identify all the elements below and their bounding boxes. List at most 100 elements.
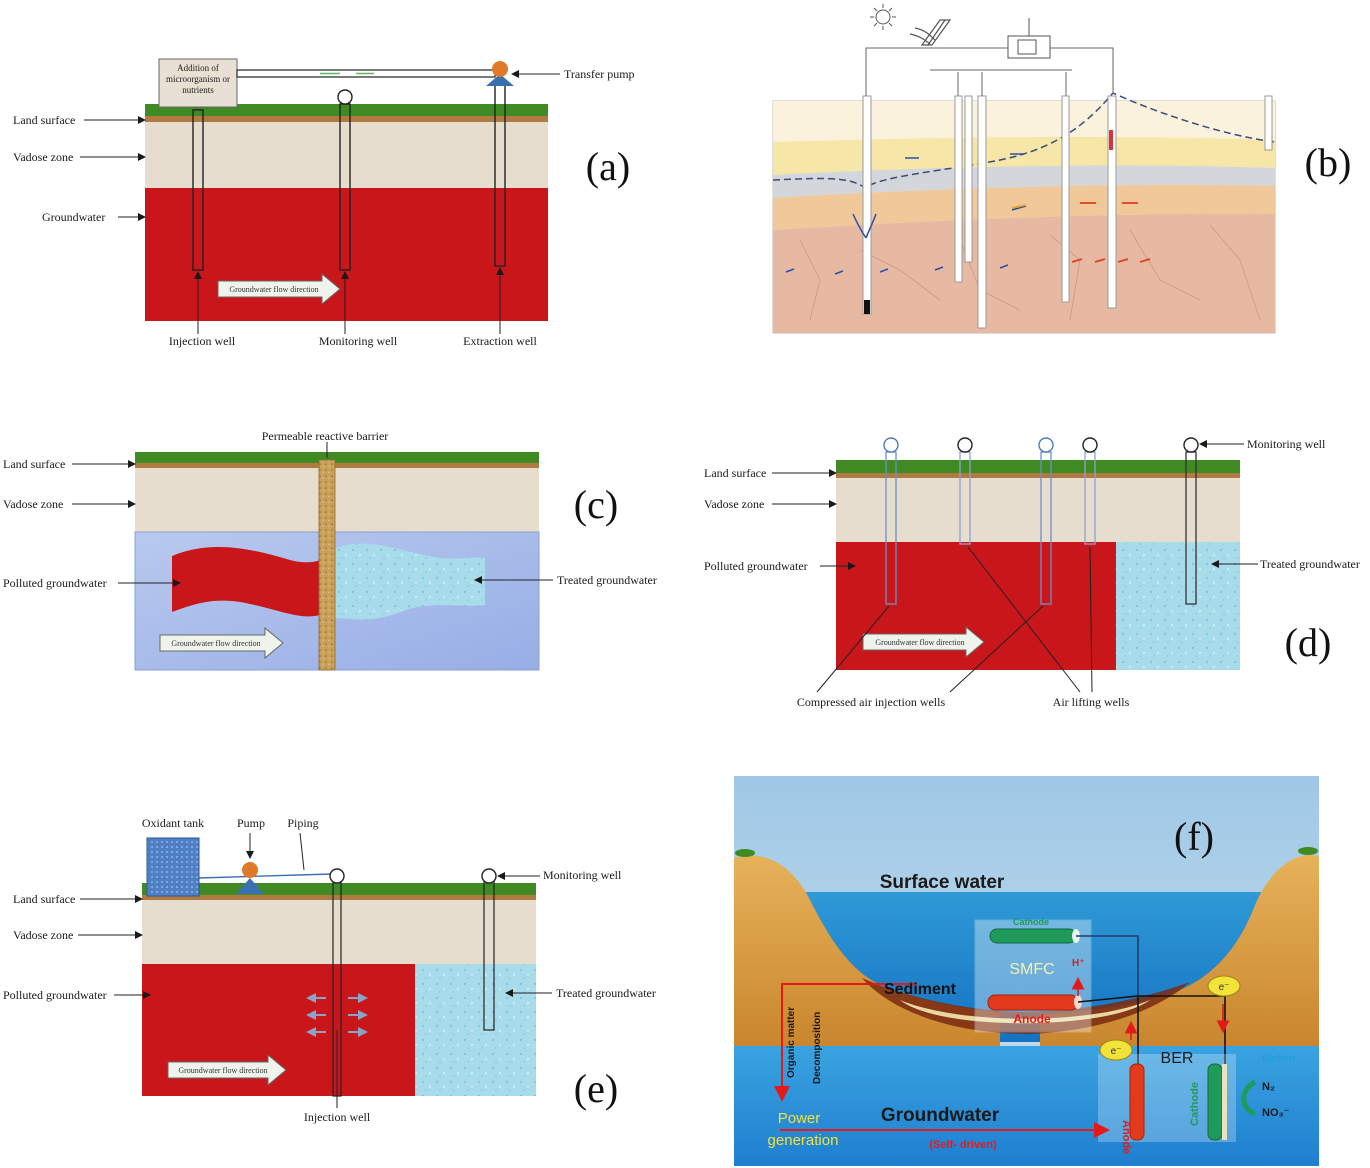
grass-c <box>135 452 539 463</box>
addition-box-a <box>158 58 238 108</box>
soil-strip-a <box>145 116 548 122</box>
panel-letter-f: (f) <box>1174 814 1214 859</box>
flow-label-e: Groundwater flow direction <box>178 1066 267 1075</box>
generation-label: generation <box>768 1132 839 1149</box>
treated-plume-c <box>335 543 485 620</box>
control-unit-icon <box>1007 18 1051 59</box>
n2-label: N₂ <box>1262 1081 1275 1093</box>
groundwater-label-a: Groundwater <box>42 210 105 224</box>
land-surface-label-e: Land surface <box>13 892 75 906</box>
h-plus-label: H⁺ <box>1072 958 1085 969</box>
land-surface-label-a: Land surface <box>13 113 75 127</box>
electron-label-2: e⁻ <box>1111 1046 1122 1057</box>
pump-icon <box>236 862 264 894</box>
reactive-barrier <box>318 459 336 671</box>
organic-matter-label: Organic matter <box>786 1007 797 1078</box>
panel-d: Groundwater flow direction Monitoring we… <box>704 437 1360 709</box>
flow-arrow-c: Groundwater flow direction <box>159 626 284 660</box>
polluted-label-c: Polluted groundwater <box>3 576 107 590</box>
smfc-label: SMFC <box>1009 961 1054 978</box>
vadose-zone-a <box>145 122 548 188</box>
layer-yellow-b <box>773 136 1275 175</box>
anode-label-f: Anode <box>1013 1012 1051 1026</box>
air-injection-label: Compressed air injection wells <box>797 695 946 709</box>
electron-badge-2 <box>1099 1039 1133 1061</box>
layer-bedrock-b <box>773 213 1275 333</box>
vadose-zone-label-c: Vadose zone <box>3 497 63 511</box>
right-bank-f <box>1040 854 1319 1046</box>
monitoring-well-label-a: Monitoring well <box>319 334 398 348</box>
cathode-top-label: Cathode <box>1013 917 1049 927</box>
oxidant-tank <box>146 837 200 897</box>
air-lifting-label: Air lifting wells <box>1053 695 1130 709</box>
monitoring-well-label-d: Monitoring well <box>1247 437 1326 451</box>
polluted-zone-d <box>836 542 1116 670</box>
treated-label-c: Treated groundwater <box>557 573 657 587</box>
grass-a <box>145 104 548 116</box>
power-label: Power <box>778 1110 821 1127</box>
extraction-well-label-a: Extraction well <box>463 334 537 348</box>
transfer-pump-label: Transfer pump <box>564 67 635 81</box>
monitoring-well-label-e: Monitoring well <box>543 868 622 882</box>
treated-label-d: Treated groundwater <box>1260 557 1360 571</box>
vadose-zone-c <box>135 468 539 532</box>
groundwater-label-f: Groundwater <box>881 1105 1000 1126</box>
layer-tan-b <box>773 184 1275 230</box>
grass-e <box>142 883 536 895</box>
panel-letter-d: (d) <box>1285 620 1332 665</box>
decomposition-label: Decomposition <box>812 1012 823 1084</box>
left-bank-f <box>734 855 1000 1046</box>
anode-vertical-label: Anode <box>1120 1120 1132 1154</box>
flow-arrow-d: Groundwater flow direction <box>862 625 985 659</box>
vadose-zone-label-e: Vadose zone <box>13 928 73 942</box>
electron-label-1: e⁻ <box>1219 982 1230 993</box>
anode-vertical-rod <box>1129 1063 1145 1141</box>
panel-letter-e: (e) <box>574 1066 618 1111</box>
vadose-zone-d <box>836 478 1240 542</box>
ber-label: BER <box>1161 1050 1194 1067</box>
no3-label: NO₃⁻ <box>1262 1107 1290 1119</box>
panel-c: Groundwater flow direction Permeable rea… <box>3 429 657 671</box>
addition-box-label: Addition of microorganism or nutrients <box>165 63 231 95</box>
self-driven-label: (Self- driven) <box>929 1139 997 1151</box>
treated-zone-e <box>415 964 536 1096</box>
panel-letter-a: (a) <box>586 144 630 189</box>
cathode-vertical-label: Cathode <box>1189 1082 1201 1126</box>
injection-well-a <box>192 109 204 271</box>
sediment-label: Sediment <box>884 981 957 998</box>
flow-arrow-e: Groundwater flow direction <box>167 1053 287 1087</box>
layer-grey-b <box>773 165 1275 198</box>
treated-zone-d <box>1116 542 1240 670</box>
polluted-label-d: Polluted groundwater <box>704 559 808 573</box>
polluted-plume-c <box>172 547 320 617</box>
panel-letter-b: (b) <box>1305 140 1352 185</box>
grass-d <box>836 460 1240 473</box>
layer-upper-b <box>773 101 1275 142</box>
vadose-zone-e <box>142 900 536 964</box>
pump-label: Pump <box>237 816 265 830</box>
solar-panel-icon <box>909 19 952 46</box>
sediment-f <box>862 978 1190 1034</box>
barrier-label: Permeable reactive barrier <box>262 429 389 443</box>
flow-arrow-a: Groundwater flow direction <box>217 272 341 306</box>
oxidant-arrows <box>306 993 368 1037</box>
flow-label-c: Groundwater flow direction <box>171 639 260 648</box>
power-path-arrow <box>774 983 917 1102</box>
polluted-label-e: Polluted groundwater <box>3 988 107 1002</box>
anode-rod-f <box>987 994 1079 1011</box>
injection-well-label-e: Injection well <box>304 1110 371 1124</box>
panel-f: e⁻ e⁻ Surface water Cathode SMFC H⁺ Sedi… <box>734 776 1319 1166</box>
sun-icon <box>870 4 896 30</box>
flow-label-a: Groundwater flow direction <box>229 285 318 294</box>
panel-a: Addition of microorganism or nutrients G… <box>13 58 635 348</box>
land-surface-label-d: Land surface <box>704 466 766 480</box>
cathode-vertical-rod <box>1207 1063 1223 1141</box>
piping-label: Piping <box>287 816 318 830</box>
electron-badge-1 <box>1207 975 1241 997</box>
panel-e: Groundwater flow direction Oxidant tank … <box>3 816 656 1124</box>
land-surface-label-c: Land surface <box>3 457 65 471</box>
panel-b: (b) <box>772 4 1352 334</box>
cathode-top <box>989 928 1077 944</box>
groundwater-zone-a <box>145 188 548 321</box>
